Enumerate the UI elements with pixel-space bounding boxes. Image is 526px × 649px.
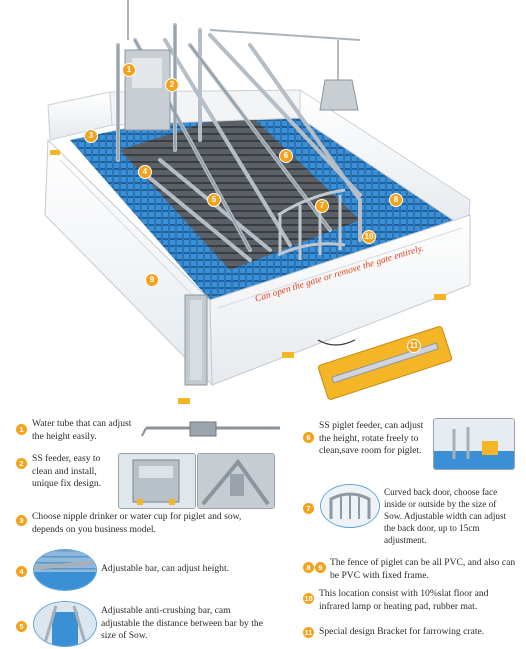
- feature-1-text: Water tube that can adjust the height ea…: [32, 418, 132, 442]
- marker-2: 2: [166, 79, 178, 91]
- feature-2-text: SS feeder, easy to clean and install, un…: [32, 453, 102, 489]
- feature-5-badge: 5: [16, 621, 27, 632]
- feature-5-text: Adjustable anti-crushing bar, cam adjust…: [101, 605, 263, 641]
- marker-7: 7: [316, 200, 328, 212]
- back-wall-left: [47, 91, 113, 141]
- feature-7-text: Curved back door, choose face inside or …: [384, 487, 507, 545]
- marker-10: 10: [363, 231, 375, 243]
- feature-4-badge: 4: [16, 566, 27, 577]
- heat-lamp: [209, 29, 361, 111]
- marker-4: 4: [139, 166, 151, 178]
- piglet-feeder-photo: [433, 418, 515, 470]
- marker-6: 6: [280, 150, 292, 162]
- feature-10-badge: 10: [303, 593, 314, 604]
- feature-11-badge: 11: [303, 627, 314, 638]
- feature-6-text: SS piglet feeder, can adjust the height,…: [319, 420, 424, 456]
- feature-4-text: Adjustable bar, can adjust height.: [101, 563, 230, 574]
- farrowing-crate-illustration: [44, 0, 471, 404]
- bracket-detail: [317, 326, 453, 400]
- feature-6-badge: 6: [303, 432, 314, 443]
- feature-8-badge: 8: [303, 562, 314, 573]
- front-wall-right: [209, 214, 471, 386]
- feature-3-text: Choose nipple drinker or water cup for p…: [32, 511, 242, 535]
- marker-8: 8: [390, 194, 402, 206]
- marker-9: 9: [146, 274, 158, 286]
- water-tube-image: [141, 421, 280, 437]
- marker-3: 3: [85, 130, 97, 142]
- feature-9-badge: 9: [315, 562, 326, 573]
- feature-1-badge: 1: [16, 424, 27, 435]
- back-door: [277, 188, 346, 260]
- feature-2-badge: 2: [16, 458, 27, 469]
- feeder-photo-1: [118, 453, 196, 509]
- marker-11: 11: [408, 340, 420, 352]
- feeder-photo-2: [197, 453, 275, 509]
- feature-3-badge: 3: [16, 515, 27, 526]
- anti-crushing-bar-image: [33, 601, 97, 647]
- adjustable-bar-image: [33, 549, 97, 591]
- marker-1: 1: [123, 64, 135, 76]
- pointer-arrow: [317, 339, 356, 346]
- feature-10-text: This location consist with 10%slat floor…: [319, 588, 489, 612]
- back-door-image: [320, 484, 380, 528]
- feature-7-badge: 7: [303, 503, 314, 514]
- feature-8-9-text: The fence of piglet can be all PVC, and …: [330, 557, 516, 581]
- feature-11-text: Special design Bracket for farrowing cra…: [319, 626, 485, 637]
- marker-5: 5: [208, 194, 220, 206]
